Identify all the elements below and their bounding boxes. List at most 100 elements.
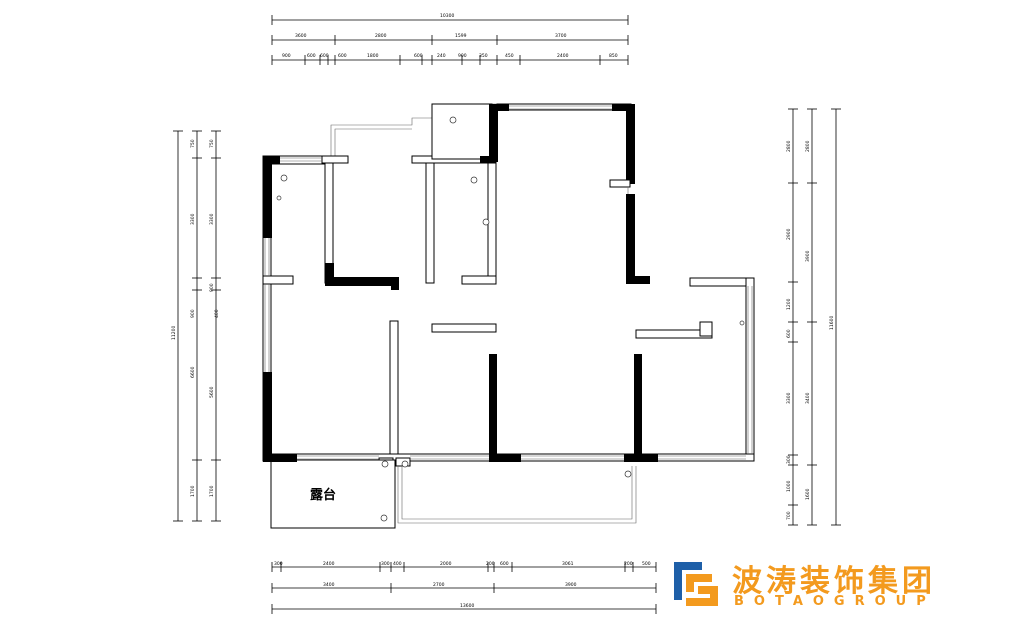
floor-drain-icon	[276, 195, 282, 201]
corridor-wall-mid	[389, 320, 399, 460]
solid-bottom-right	[624, 454, 658, 462]
dim-right-r1-3: 600	[786, 329, 792, 338]
dim-right-r1-6: 1000	[786, 480, 792, 492]
floor-drain-icon	[739, 320, 745, 326]
solid-left-top	[263, 156, 272, 238]
dim-top-r3-3: 600	[338, 53, 347, 59]
left-dimension-chain: 11200 750 3300 900 6600 1700 750 3300 90…	[171, 130, 221, 522]
dim-right-r1-7: 700	[786, 511, 792, 520]
floor-drain-icon	[470, 176, 478, 184]
dim-top-r2-3: 3700	[555, 33, 567, 39]
solid-corridor-right	[489, 354, 497, 458]
bath-upper-box	[431, 103, 493, 160]
dim-top-r3-8: 350	[479, 53, 488, 59]
dim-right-r1-0: 2800	[786, 140, 792, 152]
floor-drain-icon	[380, 514, 388, 522]
dim-left-r2-4: 1700	[209, 485, 215, 497]
solid-bed2-bottom	[325, 277, 399, 286]
dim-left-total: 11200	[171, 326, 177, 340]
solid-living-top-right	[612, 104, 632, 111]
bath-front-stub	[461, 275, 497, 285]
dim-right-r1-4: 3300	[786, 392, 792, 404]
dim-bot-r2-2: 3900	[565, 582, 577, 588]
dim-left-r2-2: 900	[209, 283, 215, 292]
botao-logo-mark-icon	[674, 562, 718, 606]
dim-left-r1-2: 900	[190, 309, 196, 318]
logo-name-en: BOTAOGROUP	[734, 594, 936, 609]
company-logo: 波涛装饰集团 BOTAOGROUP	[672, 556, 962, 612]
dim-right-r2-0: 2800	[805, 140, 811, 152]
dim-left-r1-5: 1700	[190, 485, 196, 497]
dim-left-r1-4: 6600	[190, 366, 196, 378]
dim-right-r2-2: 3400	[805, 392, 811, 404]
floor-drain-icon	[280, 174, 288, 182]
floor-drain-icon	[624, 470, 632, 478]
terrace-label: 露台	[310, 487, 336, 503]
dim-bot-r1-8: 200	[624, 561, 633, 567]
dim-bot-r2-1: 2700	[433, 582, 445, 588]
solid-bottom-left	[263, 454, 297, 462]
dim-right-r2-1: 3900	[805, 250, 811, 262]
windows	[264, 105, 753, 460]
dim-left-r1-3: 400	[214, 309, 220, 318]
right-outer-wall	[745, 277, 755, 461]
solid-corner-top-left	[263, 156, 280, 164]
bed3-top-right	[689, 277, 755, 287]
dim-bot-r2-0: 3400	[323, 582, 335, 588]
floor-drain-icon	[401, 460, 409, 468]
dim-top-r2-2: 1599	[455, 33, 467, 39]
dim-bot-r1-9: 500	[642, 561, 651, 567]
logo-name-cn: 波涛装饰集团	[732, 564, 936, 599]
dim-top-r3-9: 450	[505, 53, 514, 59]
solid-bed3-left	[634, 354, 642, 458]
dim-bot-r1-0: 300	[274, 561, 283, 567]
top-dimension-chain: 10300 3600 2800 1599 3700 900 600 600 60…	[271, 13, 629, 65]
dim-top-r2-1: 2800	[375, 33, 387, 39]
dim-left-r2-1: 3300	[209, 213, 215, 225]
right-dimension-chain: 2800 2900 1200 600 3300 300 1000 700 280…	[786, 108, 841, 526]
dim-top-total: 10300	[440, 13, 454, 19]
corridor-top	[431, 323, 497, 333]
dim-top-r3-2: 600	[320, 53, 329, 59]
dim-right-r1-5: 300	[786, 455, 792, 464]
dim-right-total: 11600	[829, 316, 835, 330]
bottom-dimension-chain: 300 2400 300 400 2000 200 600 3061 200 5…	[271, 561, 657, 614]
dim-bot-r1-1: 2400	[323, 561, 335, 567]
bedroom2-top-wall	[321, 155, 349, 164]
dim-bot-r1-4: 2000	[440, 561, 452, 567]
solid-walls	[263, 104, 658, 462]
solid-living-right-bottom	[626, 194, 635, 284]
wall-bath2	[487, 162, 497, 284]
dim-top-r3-10: 2400	[557, 53, 569, 59]
bed3-notch	[699, 321, 713, 337]
dim-top-r3-4: 1800	[367, 53, 379, 59]
solid-bed2-stub	[391, 277, 399, 290]
floor-drain-icon	[449, 116, 457, 124]
dim-right-r2-3: 1600	[805, 488, 811, 500]
dim-top-r3-1: 600	[307, 53, 316, 59]
dim-top-r3-11: 850	[609, 53, 618, 59]
solid-bed2-corner	[325, 263, 334, 285]
dim-top-r3-0: 900	[282, 53, 291, 59]
solid-living-top-left	[489, 104, 509, 111]
dim-bot-r1-5: 200	[486, 561, 495, 567]
wall-bath-left	[425, 162, 435, 284]
dim-bot-total: 13600	[460, 603, 474, 609]
solid-bath-top-corner	[480, 156, 496, 163]
dim-top-r2-0: 3600	[295, 33, 307, 39]
dim-left-r1-0: 750	[190, 139, 196, 148]
bed1-bottom-left	[262, 275, 294, 285]
dim-left-r2-3: 5600	[209, 386, 215, 398]
dim-top-r3-5: 600	[414, 53, 423, 59]
dim-left-r2-0: 750	[209, 139, 215, 148]
floor-drain-icon	[381, 460, 389, 468]
thin-walls	[262, 103, 755, 529]
dim-bot-r1-3: 400	[393, 561, 402, 567]
dim-bot-r1-2: 300	[381, 561, 390, 567]
solid-left-bottom	[263, 372, 272, 458]
dim-top-r3-6: 240	[437, 53, 446, 59]
living-right-stub	[609, 179, 631, 188]
solid-living-right-top	[626, 104, 635, 184]
dim-right-r1-1: 2900	[786, 228, 792, 240]
